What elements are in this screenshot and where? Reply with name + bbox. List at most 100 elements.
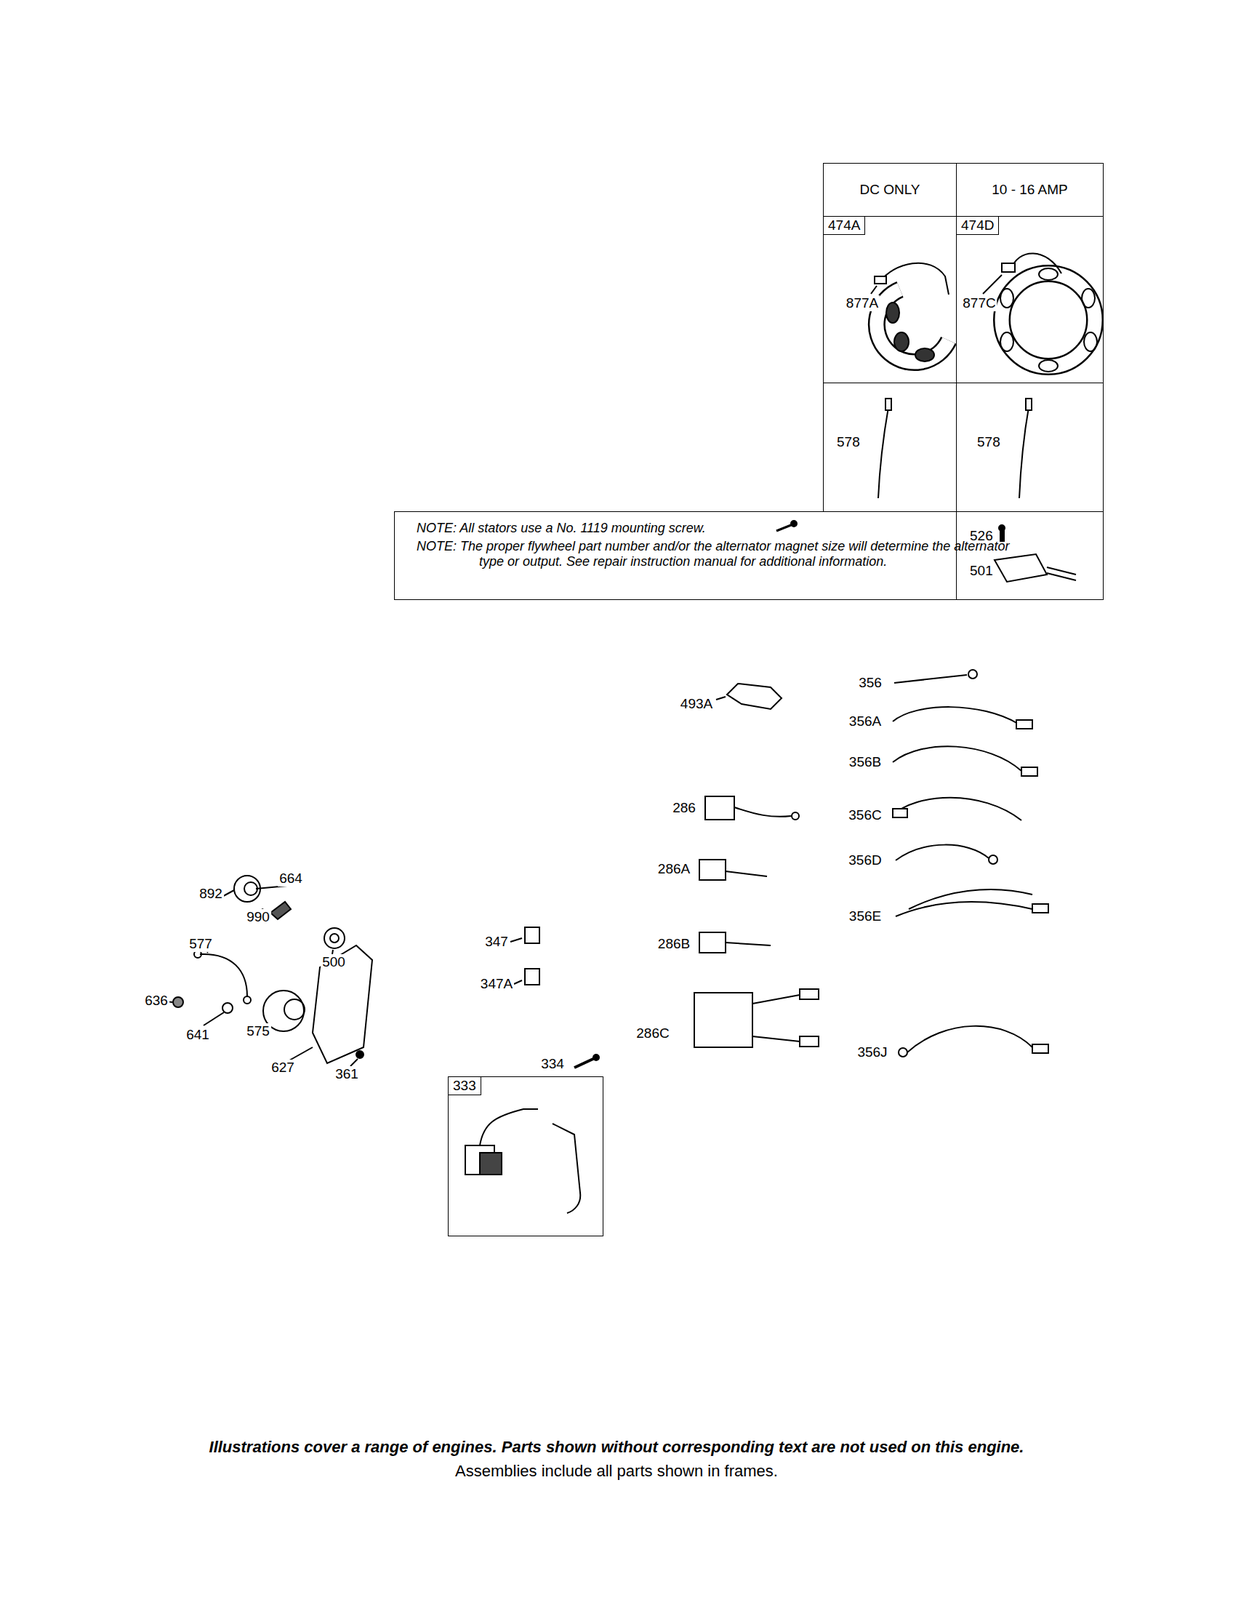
stator-474d-shape xyxy=(1001,263,1015,272)
wire-harnesses-356-shape xyxy=(894,674,967,683)
callout-number: 877A xyxy=(844,295,880,312)
bracket-493a-shape xyxy=(727,683,782,709)
stator-474a-shape xyxy=(876,289,949,363)
wire-harnesses-356-shape xyxy=(892,745,1022,771)
key-switch-assembly-shape xyxy=(324,927,345,949)
stator-474d-shape xyxy=(1081,288,1095,308)
footnote: Assemblies include all parts shown in fr… xyxy=(453,1462,780,1479)
stator-474d xyxy=(982,252,1098,372)
wire-harnesses-356-shape xyxy=(1016,719,1033,729)
switches-347-shape xyxy=(513,980,522,984)
note-text: NOTE: All stators use a No. 1119 mountin… xyxy=(416,520,1003,536)
callout-number: 361 xyxy=(333,1065,360,1082)
lead-wire-578-shape xyxy=(885,398,892,411)
screw-334-shape xyxy=(574,1057,595,1068)
callout-number: 578 xyxy=(836,434,861,451)
footnote: Illustrations cover a range of engines. … xyxy=(207,1438,1026,1455)
wire-harnesses-356-shape xyxy=(892,706,1018,724)
regulator-501-shape xyxy=(994,553,1047,582)
callout-number: 526 xyxy=(969,527,994,544)
wire-harnesses-356-shape xyxy=(892,797,1022,821)
wire-harnesses-356-shape xyxy=(1032,1043,1049,1053)
wire-harnesses-356-shape xyxy=(892,808,908,818)
stator-474d-shape xyxy=(1038,359,1058,372)
wire-harnesses-356 xyxy=(892,669,1049,1057)
stator-474a-shape xyxy=(886,302,900,323)
assembly-frame: 578 xyxy=(822,382,957,512)
key-switch-assembly-shape xyxy=(350,1058,358,1066)
ref-tag: 474D xyxy=(956,215,999,235)
wire-harnesses-356-shape xyxy=(1021,766,1038,776)
callout-number: 286A xyxy=(656,860,692,877)
lead-wire-578-shape xyxy=(1025,398,1032,411)
callout-number: 578 xyxy=(977,434,1001,451)
table-header-cell: DC ONLY xyxy=(822,162,957,217)
regulator-501-shape xyxy=(998,524,1005,531)
mounting-screw-icon-shape xyxy=(776,524,791,531)
stator-474d-shape xyxy=(1001,273,1095,367)
note-text: NOTE: The proper flywheel part number an… xyxy=(416,538,1010,570)
switches-347-shape xyxy=(510,937,522,942)
key-switch-assembly xyxy=(165,875,373,1066)
callout-number: 577 xyxy=(187,935,214,952)
wire-harnesses-356-shape xyxy=(968,669,978,679)
stator-474a xyxy=(870,263,949,363)
armature-333-shape xyxy=(552,1123,581,1213)
callout-number: 347 xyxy=(483,933,510,950)
wire-harnesses-356-shape xyxy=(1032,903,1049,913)
callout-number: 990 xyxy=(245,908,272,925)
stator-474d-shape xyxy=(1001,273,1095,367)
switches-347-shape xyxy=(524,968,540,985)
switches-347 xyxy=(510,926,540,985)
lead-wire-578 xyxy=(878,398,1032,498)
stator-474d-shape xyxy=(1038,268,1058,280)
callout-number: 356E xyxy=(847,908,883,925)
stator-474a-shape xyxy=(870,285,877,294)
callout-number: 627 xyxy=(269,1059,296,1076)
callout-number: 286B xyxy=(656,935,692,952)
callout-number: 641 xyxy=(184,1026,211,1043)
stator-474a-shape xyxy=(879,263,949,295)
callout-number: 286C xyxy=(634,1025,671,1042)
stator-474d-shape xyxy=(1000,332,1014,352)
callout-number: 356B xyxy=(847,753,883,770)
stator-474d-shape xyxy=(982,274,1002,294)
regulator-501-shape xyxy=(1046,567,1076,581)
armature-333 xyxy=(465,1108,581,1213)
callout-number: 334 xyxy=(539,1055,566,1072)
ignition-coils-286-shape xyxy=(752,994,800,1042)
key-switch-assembly-shape xyxy=(284,998,305,1020)
lead-wire-578-shape xyxy=(1019,407,1029,498)
assembly-frame: 474A xyxy=(822,215,957,384)
ignition-coils-286 xyxy=(694,796,819,1047)
callout-number: 877C xyxy=(961,295,997,312)
stator-474a-shape xyxy=(894,332,909,352)
key-switch-assembly-shape xyxy=(244,881,258,895)
callout-number: 356A xyxy=(847,713,883,730)
ignition-coils-286-shape xyxy=(725,870,767,877)
callout-number: 356D xyxy=(846,852,883,869)
mounting-screw-icon-shape xyxy=(790,520,797,527)
assembly-frame: 526501 xyxy=(956,511,1104,600)
ref-tag: 474A xyxy=(822,215,866,235)
wire-harnesses-356-shape xyxy=(988,854,998,864)
armature-333-shape xyxy=(479,1108,538,1146)
callout-number: 575 xyxy=(245,1022,272,1039)
callout-number: DC ONLY xyxy=(823,181,957,198)
callout-number: 356J xyxy=(855,1043,889,1060)
ref-tag: 333 xyxy=(447,1075,482,1095)
stator-474a-shape xyxy=(876,289,949,363)
ignition-coils-286-shape xyxy=(734,806,791,817)
wire-harnesses-356-shape xyxy=(895,844,989,861)
armature-333-shape xyxy=(479,1152,502,1175)
stator-474a-shape xyxy=(915,348,935,362)
callout-number: 493A xyxy=(679,695,714,712)
key-switch-assembly-shape xyxy=(173,996,184,1007)
ignition-coils-286-shape xyxy=(799,988,819,999)
ignition-coils-286-shape xyxy=(791,812,799,820)
stator-474d-shape xyxy=(1010,252,1062,274)
callout-number: 636 xyxy=(143,992,170,1009)
callout-number: 286 xyxy=(671,799,698,816)
lead-wire-578-shape xyxy=(878,407,889,498)
